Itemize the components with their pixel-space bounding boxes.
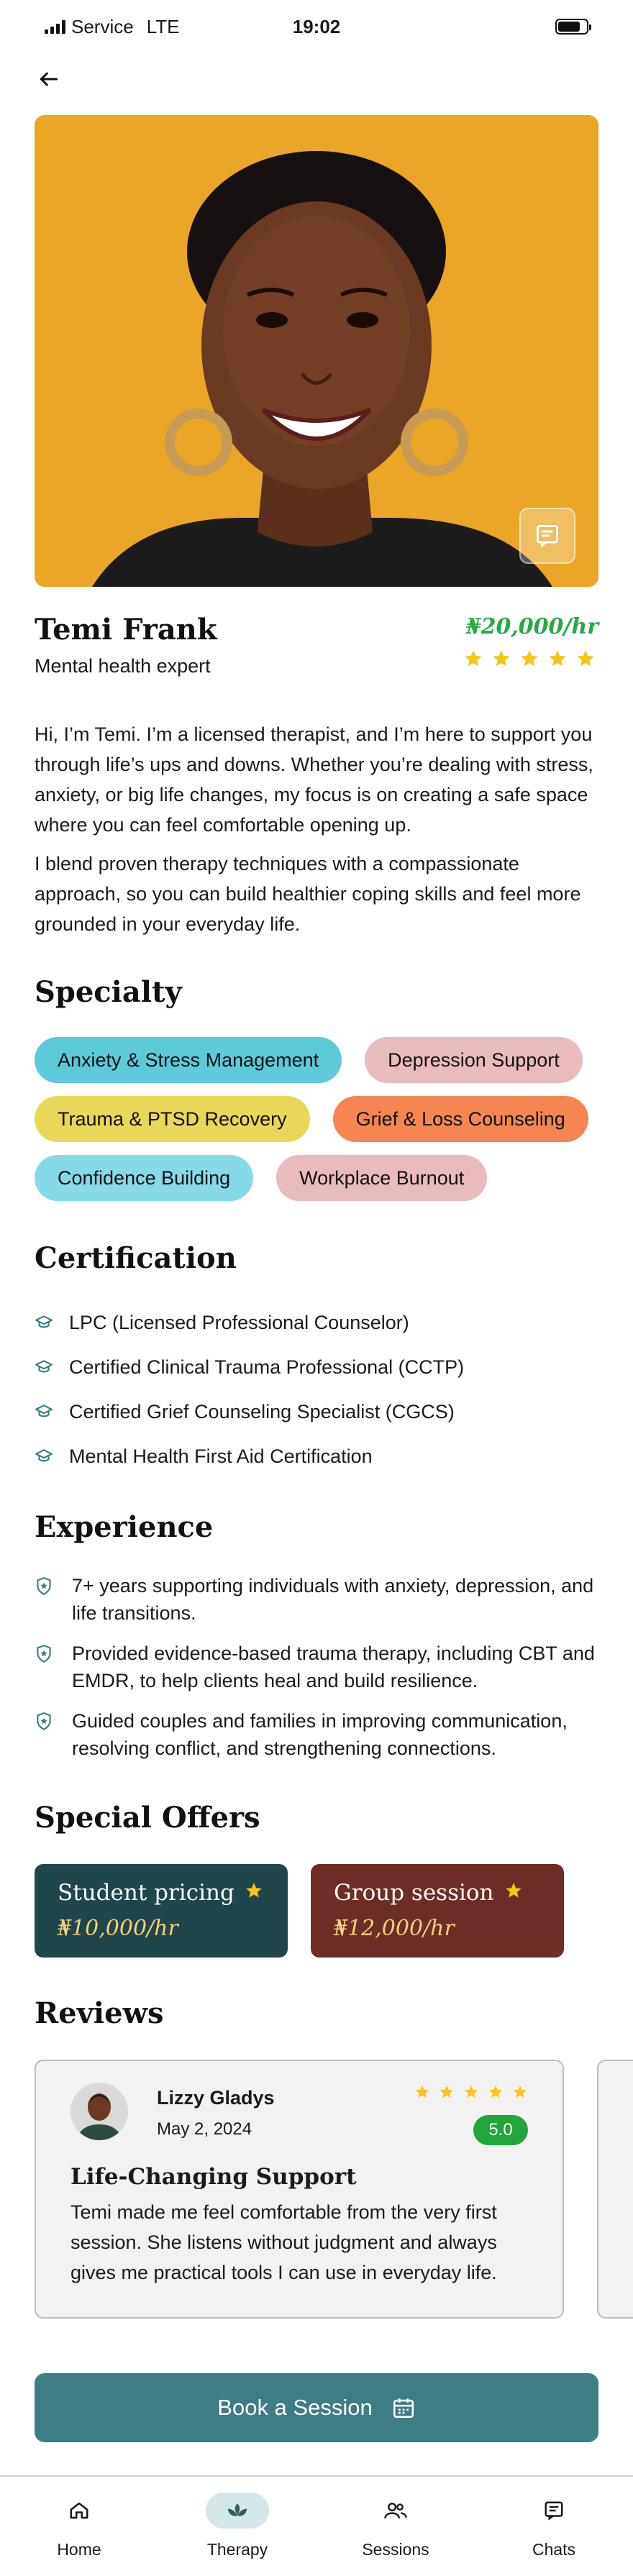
specialty-chip[interactable]: Anxiety & Stress Management [35,1037,342,1083]
bio: Hi, I’m Temi. I’m a licensed therapist, … [35,719,598,939]
experience-list: 7+ years supporting individuals with anx… [35,1572,598,1775]
star-icon [463,2084,479,2104]
reviewer-name: Lizzy Gladys [157,2087,275,2109]
graduation-cap-icon [35,1447,69,1466]
home-icon [47,2493,111,2529]
tab-home[interactable]: Home [0,2477,158,2576]
tab-sessions[interactable]: Sessions [316,2477,475,2576]
specialty-chip[interactable]: Depression Support [365,1037,583,1083]
status-time: 19:02 [292,15,341,37]
bottom-tab-bar: Home Therapy Sessions Chats [0,2475,633,2576]
specialty-chip[interactable]: Trauma & PTSD Recovery [35,1096,310,1142]
certification-label: Mental Health First Aid Certification [69,1445,373,1467]
specialty-chip[interactable]: Workplace Burnout [276,1155,488,1201]
certification-heading: Certification [35,1241,237,1275]
specialty-heading: Specialty [35,975,182,1009]
review-body: Temi made me feel comfortable from the v… [70,2201,497,2283]
next-review-card[interactable] [597,2060,633,2319]
star-icon [488,2084,504,2104]
review-card[interactable]: Lizzy Gladys May 2, 2024 5.0 Life-Changi… [35,2060,564,2319]
star-icon [414,2084,430,2104]
bio-paragraph: Hi, I’m Temi. I’m a licensed therapist, … [35,723,593,836]
tab-label: Chats [532,2540,576,2559]
experience-label: Provided evidence-based trauma therapy, … [72,1643,595,1691]
star-icon [439,2084,455,2104]
offer-title: Student pricing [58,1880,234,1906]
bio-paragraph: I blend proven therapy techniques with a… [35,853,581,935]
graduation-cap-icon [35,1313,69,1332]
review-date: May 2, 2024 [157,2119,252,2139]
review-score-badge: 5.0 [473,2115,528,2145]
certification-list: LPC (Licensed Professional Counselor) Cer… [35,1300,598,1479]
signal-icon [45,19,65,34]
star-icon [504,1880,523,1906]
status-bar: Service LTE 19:02 [0,0,633,53]
carrier-label: Service [71,15,134,37]
tab-therapy[interactable]: Therapy [158,2477,316,2576]
special-offers: Student pricing ₦10,000/hr Group session ₦1… [35,1864,564,1958]
graduation-cap-icon [35,1358,69,1376]
tab-label: Therapy [206,2540,268,2559]
specialty-chip[interactable]: Confidence Building [35,1155,254,1201]
certification-item: Mental Health First Aid Certification [35,1434,598,1479]
specialty-chips: Anxiety & Stress Management Depression Su… [35,1037,610,1214]
experience-item: 7+ years supporting individuals with anx… [35,1572,598,1627]
review-stars [414,2084,528,2104]
reviews-heading: Reviews [35,1996,164,2030]
book-session-label: Book a Session [217,2395,373,2420]
offer-card[interactable]: Group session ₦12,000/hr [311,1864,564,1958]
battery-icon [555,19,591,35]
offer-card[interactable]: Student pricing ₦10,000/hr [35,1864,288,1958]
chat-icon [522,2493,586,2529]
certification-item: Certified Grief Counseling Specialist (C… [35,1389,598,1434]
network-label: LTE [146,15,180,37]
therapist-name: Temi Frank [35,613,217,647]
back-button[interactable] [32,62,66,96]
star-icon [491,649,511,672]
calendar-icon [393,2398,414,2419]
lotus-icon [206,2493,269,2529]
experience-label: 7+ years supporting individuals with anx… [72,1575,594,1624]
tab-label: Sessions [362,2540,429,2559]
arrow-left-icon [40,72,58,86]
shield-badge-icon [35,1572,72,1627]
review-title: Life-Changing Support [70,2164,357,2190]
portrait-illustration [35,115,598,587]
star-icon [245,1880,263,1906]
star-icon [547,649,568,672]
star-icon [512,2084,528,2104]
rating-stars [463,649,596,672]
offer-price: ₦12,000/hr [334,1916,455,1941]
therapist-photo [35,115,598,587]
experience-item: Provided evidence-based trauma therapy, … [35,1640,598,1694]
star-icon [463,649,483,672]
star-icon [575,649,596,672]
experience-heading: Experience [35,1510,214,1544]
experience-label: Guided couples and families in improving… [72,1710,568,1759]
specialty-chip[interactable]: Grief & Loss Counseling [332,1096,588,1142]
therapist-role: Mental health expert [35,655,211,677]
certification-item: LPC (Licensed Professional Counselor) [35,1300,598,1345]
hourly-price: ₦20,000/hr [465,614,598,639]
special-offers-heading: Special Offers [35,1801,260,1835]
message-icon [537,525,558,548]
experience-item: Guided couples and families in improving… [35,1707,598,1762]
tab-chats[interactable]: Chats [475,2477,633,2576]
tab-label: Home [57,2540,101,2559]
certification-label: Certified Grief Counseling Specialist (C… [69,1400,455,1422]
graduation-cap-icon [35,1402,69,1421]
profile-header: Temi Frank Mental health expert ₦20,000/… [35,613,598,677]
offer-title: Group session [334,1880,494,1906]
star-icon [519,649,539,672]
shield-badge-icon [35,1707,72,1762]
book-session-button[interactable]: Book a Session [35,2373,598,2442]
certification-item: Certified Clinical Trauma Professional (… [35,1345,598,1389]
reviewer-avatar [70,2083,128,2140]
certification-label: LPC (Licensed Professional Counselor) [69,1311,409,1333]
message-button[interactable] [519,508,575,564]
people-icon [364,2493,427,2529]
certification-label: Certified Clinical Trauma Professional (… [69,1356,465,1378]
shield-badge-icon [35,1640,72,1694]
offer-price: ₦10,000/hr [58,1916,178,1941]
